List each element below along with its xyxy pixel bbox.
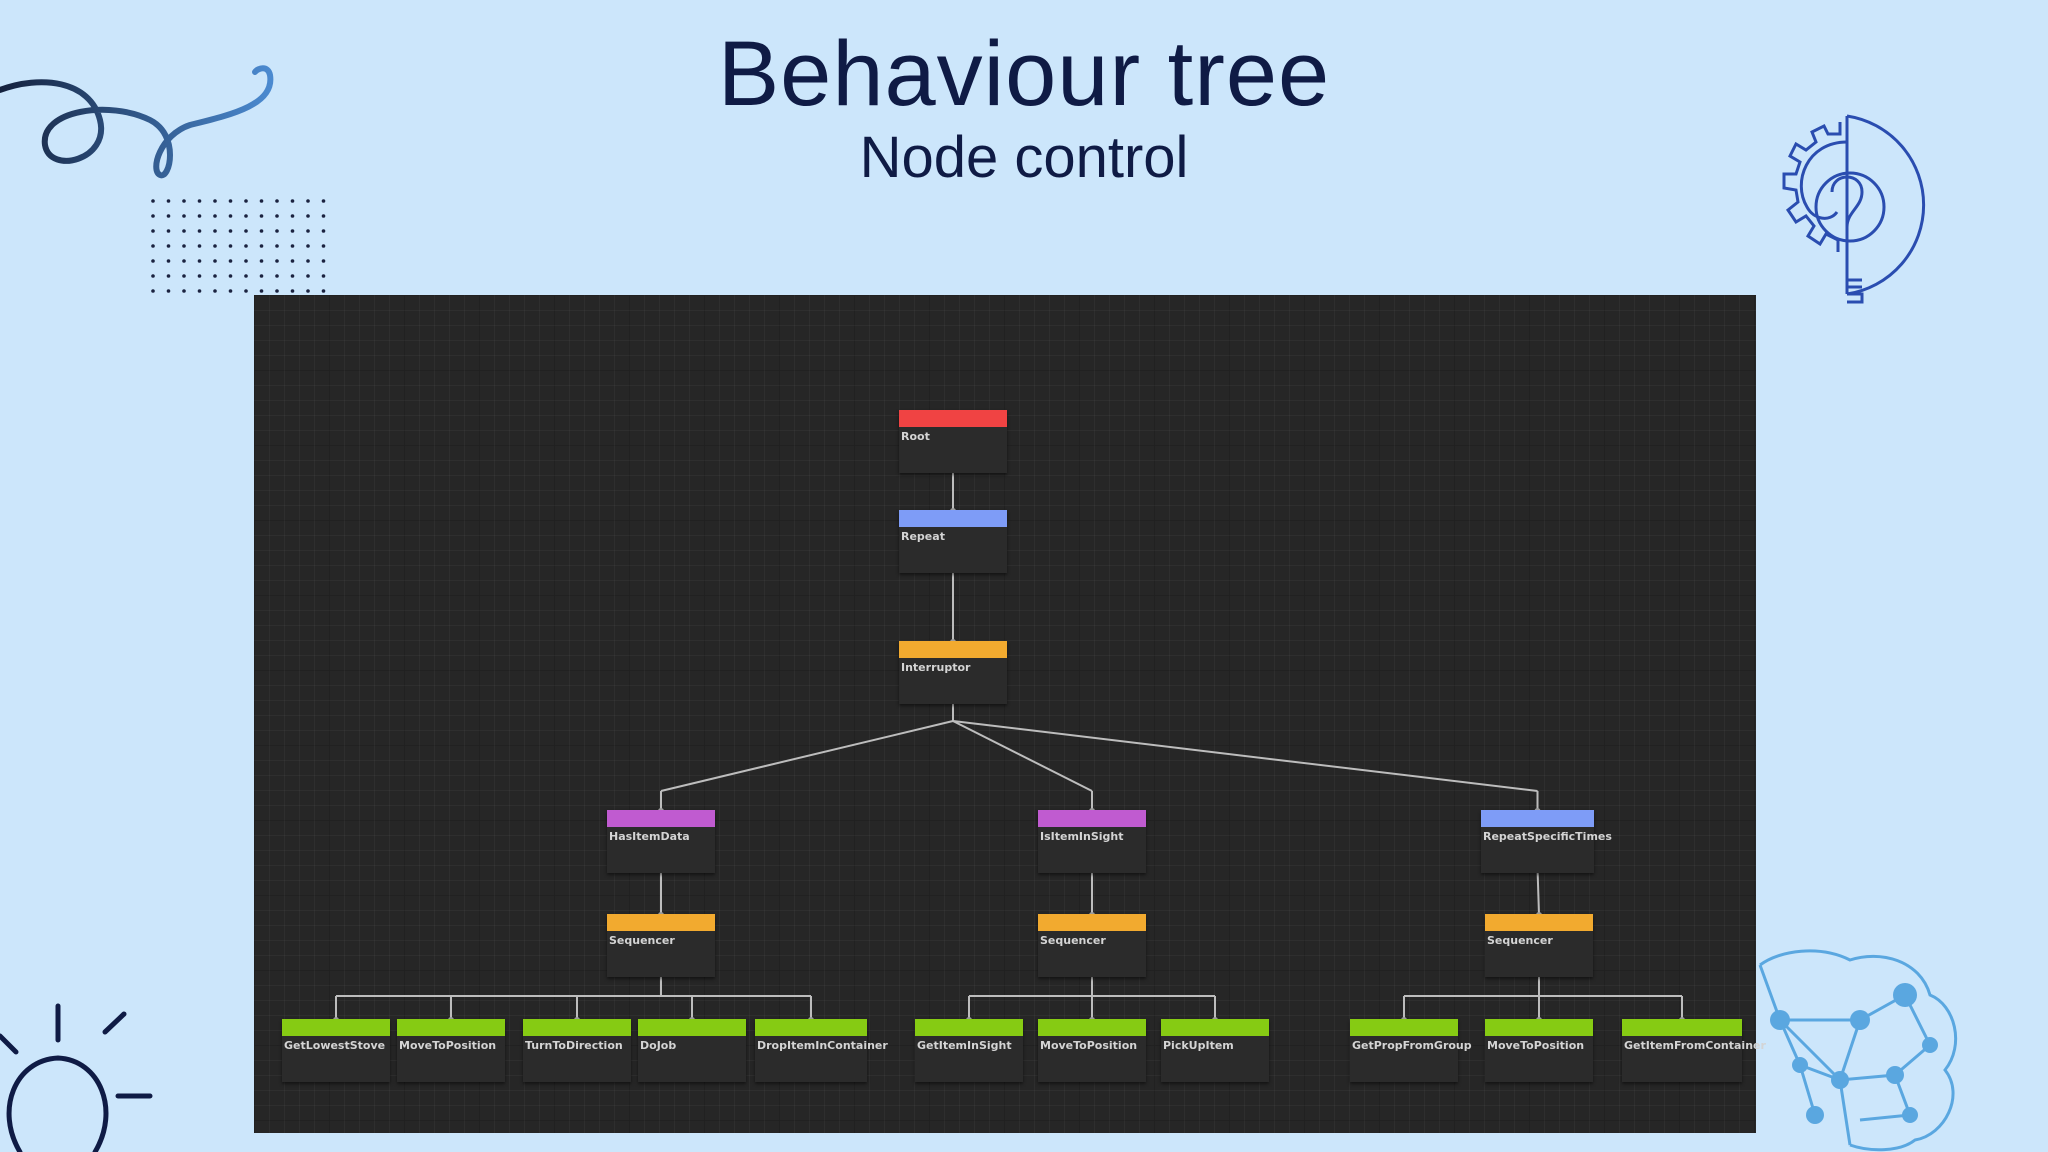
node-label: MoveToPosition	[399, 1039, 497, 1052]
tree-node-movetoposition[interactable]: MoveToPosition	[1038, 1019, 1146, 1082]
tree-edge	[952, 720, 1093, 792]
tree-node-isiteminsight[interactable]: IsItemInSight	[1038, 810, 1146, 873]
tree-node-root[interactable]: Root	[899, 410, 1007, 473]
node-label: RepeatSpecificTimes	[1483, 830, 1612, 843]
node-label: Root	[901, 430, 930, 443]
node-header-bar	[1485, 914, 1593, 931]
node-label: MoveToPosition	[1487, 1039, 1585, 1052]
node-label: MoveToPosition	[1040, 1039, 1138, 1052]
node-label: Sequencer	[609, 934, 675, 947]
tree-node-getitemfromcontainer[interactable]: GetItemFromContainer	[1622, 1019, 1766, 1082]
node-header-bar	[607, 810, 715, 827]
tree-node-turntodirection[interactable]: TurnToDirection	[523, 1019, 631, 1082]
tree-edge	[660, 720, 954, 792]
tree-node-sequencer[interactable]: Sequencer	[607, 914, 715, 977]
tree-node-hasitemdata[interactable]: HasItemData	[607, 810, 715, 873]
node-header-bar	[1481, 810, 1594, 827]
node-label: Sequencer	[1487, 934, 1553, 947]
node-label: HasItemData	[609, 830, 690, 843]
squiggle-line	[0, 65, 274, 179]
node-label: Interruptor	[901, 661, 971, 674]
node-header-bar	[899, 641, 1007, 658]
node-label: TurnToDirection	[525, 1039, 623, 1052]
tree-edge	[1536, 867, 1540, 916]
tree-node-repeat[interactable]: Repeat	[899, 510, 1007, 573]
slide-subtitle: Node control	[859, 125, 1189, 190]
node-header-bar	[1038, 810, 1146, 827]
tree-node-interruptor[interactable]: Interruptor	[899, 641, 1007, 704]
tree-node-movetoposition[interactable]: MoveToPosition	[1485, 1019, 1593, 1082]
node-header-bar	[1350, 1019, 1458, 1036]
node-header-bar	[899, 510, 1007, 527]
tree-node-dojob[interactable]: DoJob	[638, 1019, 746, 1082]
node-header-bar	[638, 1019, 746, 1036]
tree-node-repeatspecifictimes[interactable]: RepeatSpecificTimes	[1481, 810, 1612, 873]
node-header-bar	[607, 914, 715, 931]
node-label: GetItemFromContainer	[1624, 1039, 1766, 1052]
tree-node-getiteminsight[interactable]: GetItemInSight	[915, 1019, 1023, 1082]
node-label: GetItemInSight	[917, 1039, 1012, 1052]
node-label: Repeat	[901, 530, 945, 543]
node-label: IsItemInSight	[1040, 830, 1124, 843]
node-label: DoJob	[640, 1039, 677, 1052]
node-header-bar	[1485, 1019, 1593, 1036]
node-header-bar	[523, 1019, 631, 1036]
node-header-bar	[915, 1019, 1023, 1036]
node-header-bar	[282, 1019, 390, 1036]
tree-node-movetoposition[interactable]: MoveToPosition	[397, 1019, 505, 1082]
node-header-bar	[1622, 1019, 1742, 1036]
node-label: DropItemInContainer	[757, 1039, 888, 1052]
gear-lightbulb-icon	[1782, 114, 1926, 304]
brain-network-icon	[1758, 949, 1958, 1152]
tree-node-sequencer[interactable]: Sequencer	[1038, 914, 1146, 977]
dot-grid	[151, 199, 326, 293]
node-label: GetPropFromGroup	[1352, 1039, 1472, 1052]
tree-node-getpropfromgroup[interactable]: GetPropFromGroup	[1350, 1019, 1472, 1082]
tree-node-dropitemincontainer[interactable]: DropItemInContainer	[755, 1019, 888, 1082]
tree-node-getloweststove[interactable]: GetLowestStove	[282, 1019, 390, 1082]
tree-edge	[952, 720, 1538, 792]
node-label: GetLowestStove	[284, 1039, 386, 1052]
node-label: PickUpItem	[1163, 1039, 1234, 1052]
tree-node-pickupitem[interactable]: PickUpItem	[1161, 1019, 1269, 1082]
node-header-bar	[1161, 1019, 1269, 1036]
node-header-bar	[755, 1019, 867, 1036]
slide-title: Behaviour tree	[717, 23, 1331, 125]
tree-node-sequencer[interactable]: Sequencer	[1485, 914, 1593, 977]
lightbulb-icon	[0, 1003, 153, 1152]
node-header-bar	[899, 410, 1007, 427]
node-header-bar	[1038, 914, 1146, 931]
node-label: Sequencer	[1040, 934, 1106, 947]
node-header-bar	[1038, 1019, 1146, 1036]
node-header-bar	[397, 1019, 505, 1036]
